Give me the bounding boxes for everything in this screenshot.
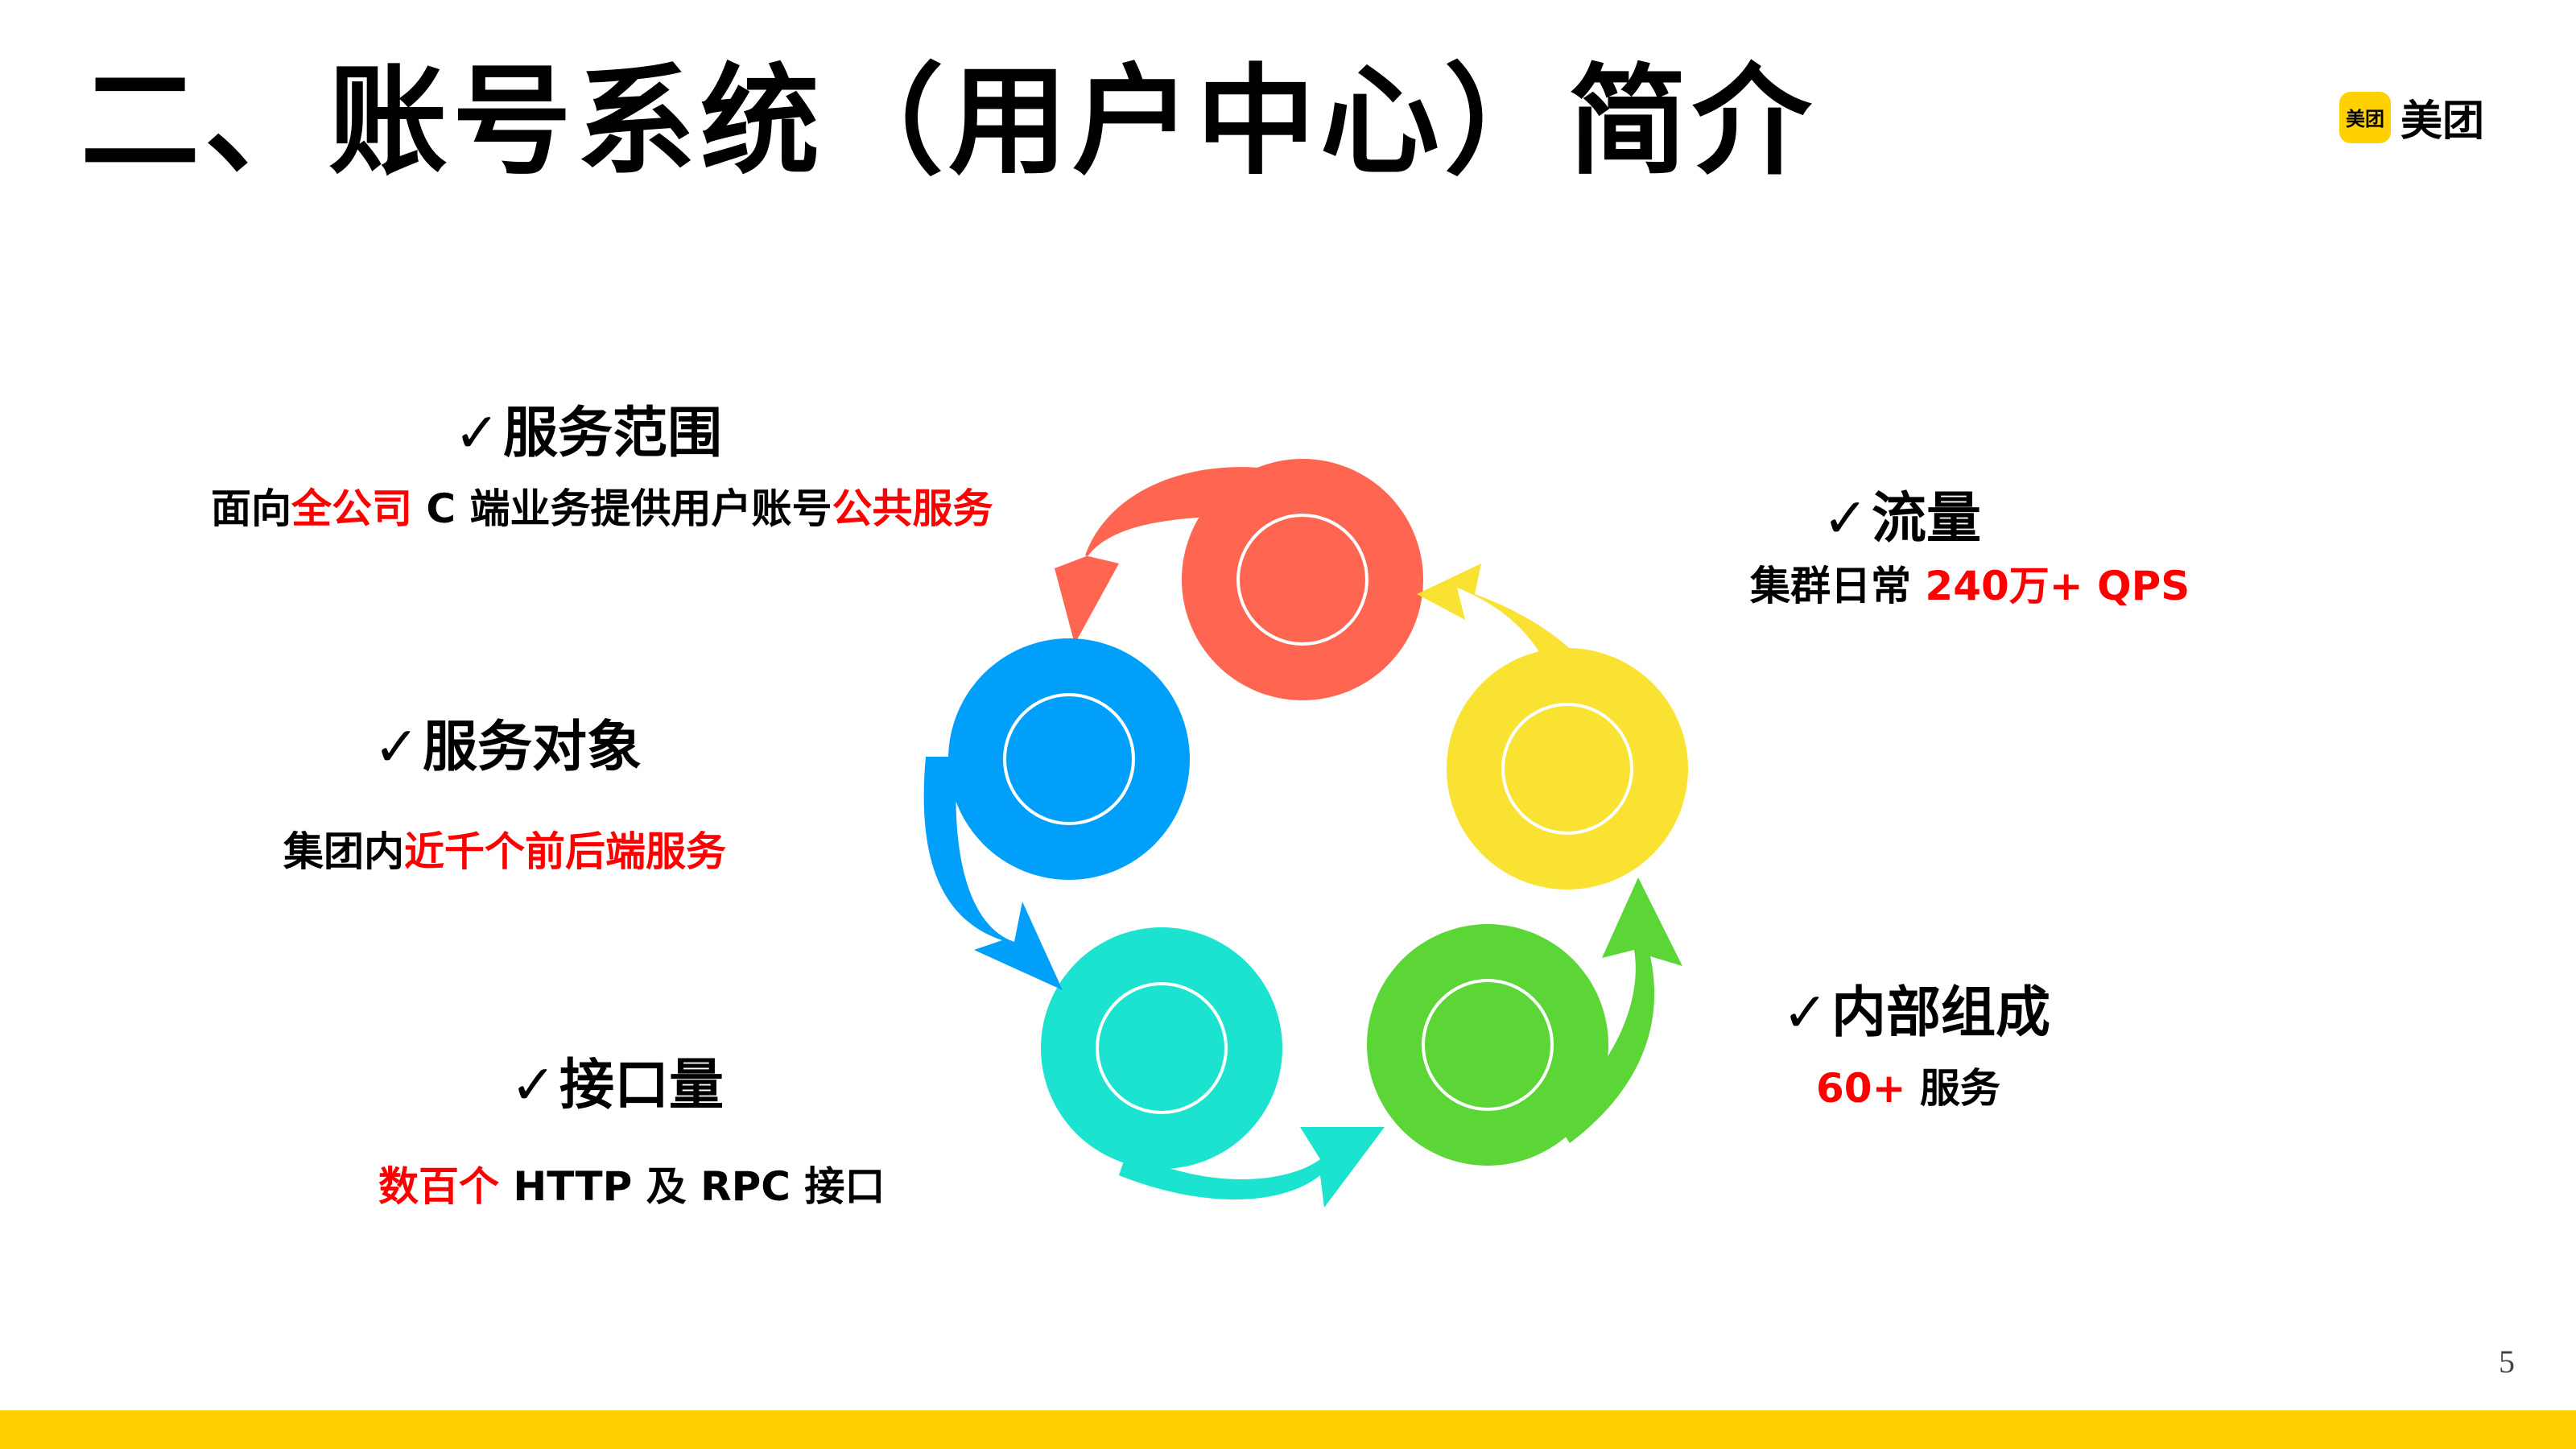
check-icon: ✓	[510, 1054, 556, 1117]
desc-traffic-part: 集群日常	[1750, 563, 1925, 609]
check-icon: ✓	[374, 716, 419, 779]
desc-service-target-part-1: 集团内	[283, 828, 404, 875]
check-icon: ✓	[1823, 487, 1868, 551]
desc-service-scope: 面向全公司 C 端业务提供用户账号公共服务	[211, 477, 993, 535]
desc-internal-composition-highlight: 60+	[1816, 1065, 1905, 1112]
heading-service-scope-text: 服务范围	[503, 402, 722, 465]
heading-internal-composition: ✓内部组成	[1782, 968, 2050, 1047]
desc-service-target: 集团内近千个前后端服务	[283, 819, 726, 877]
desc-interface-count-part: HTTP 及 RPC 接口	[499, 1163, 885, 1210]
desc-internal-composition: 60+ 服务	[1816, 1056, 2000, 1114]
desc-traffic-highlight: 240万+ QPS	[1925, 563, 2190, 609]
heading-service-scope: ✓服务范围	[454, 388, 722, 468]
cycle-node-cyan	[1041, 927, 1385, 1208]
cycle-node-green	[1367, 877, 1682, 1166]
green-circle	[1367, 924, 1608, 1166]
heading-service-target: ✓服务对象	[374, 702, 642, 782]
heading-internal-composition-text: 内部组成	[1831, 981, 2050, 1045]
desc-interface-count: 数百个 HTTP 及 RPC 接口	[378, 1154, 885, 1212]
desc-service-scope-part-1: 面向	[211, 485, 291, 532]
desc-traffic: 集群日常 240万+ QPS	[1750, 554, 2190, 612]
yellow-circle	[1447, 648, 1688, 890]
desc-internal-composition-part: 服务	[1905, 1065, 2000, 1112]
check-icon: ✓	[1782, 981, 1828, 1045]
heading-service-target-text: 服务对象	[423, 716, 642, 779]
desc-service-scope-highlight-2: 公共服务	[832, 485, 993, 532]
cyan-circle	[1041, 927, 1282, 1169]
footer-bar	[0, 1410, 2576, 1449]
heading-traffic-text: 流量	[1872, 487, 1981, 551]
red-circle	[1182, 459, 1423, 700]
desc-service-scope-highlight-1: 全公司	[291, 485, 412, 532]
cycle-node-yellow	[1417, 564, 1688, 890]
heading-interface-count-text: 接口量	[559, 1054, 724, 1117]
heading-traffic: ✓流量	[1823, 473, 1981, 553]
desc-service-scope-part-2: C 端业务提供用户账号	[412, 485, 832, 532]
desc-interface-count-highlight: 数百个	[378, 1163, 499, 1210]
page-number: 5	[2499, 1343, 2515, 1381]
heading-interface-count: ✓接口量	[510, 1040, 724, 1120]
check-icon: ✓	[454, 402, 500, 465]
desc-service-target-highlight: 近千个前后端服务	[404, 828, 726, 875]
blue-circle	[948, 638, 1190, 880]
